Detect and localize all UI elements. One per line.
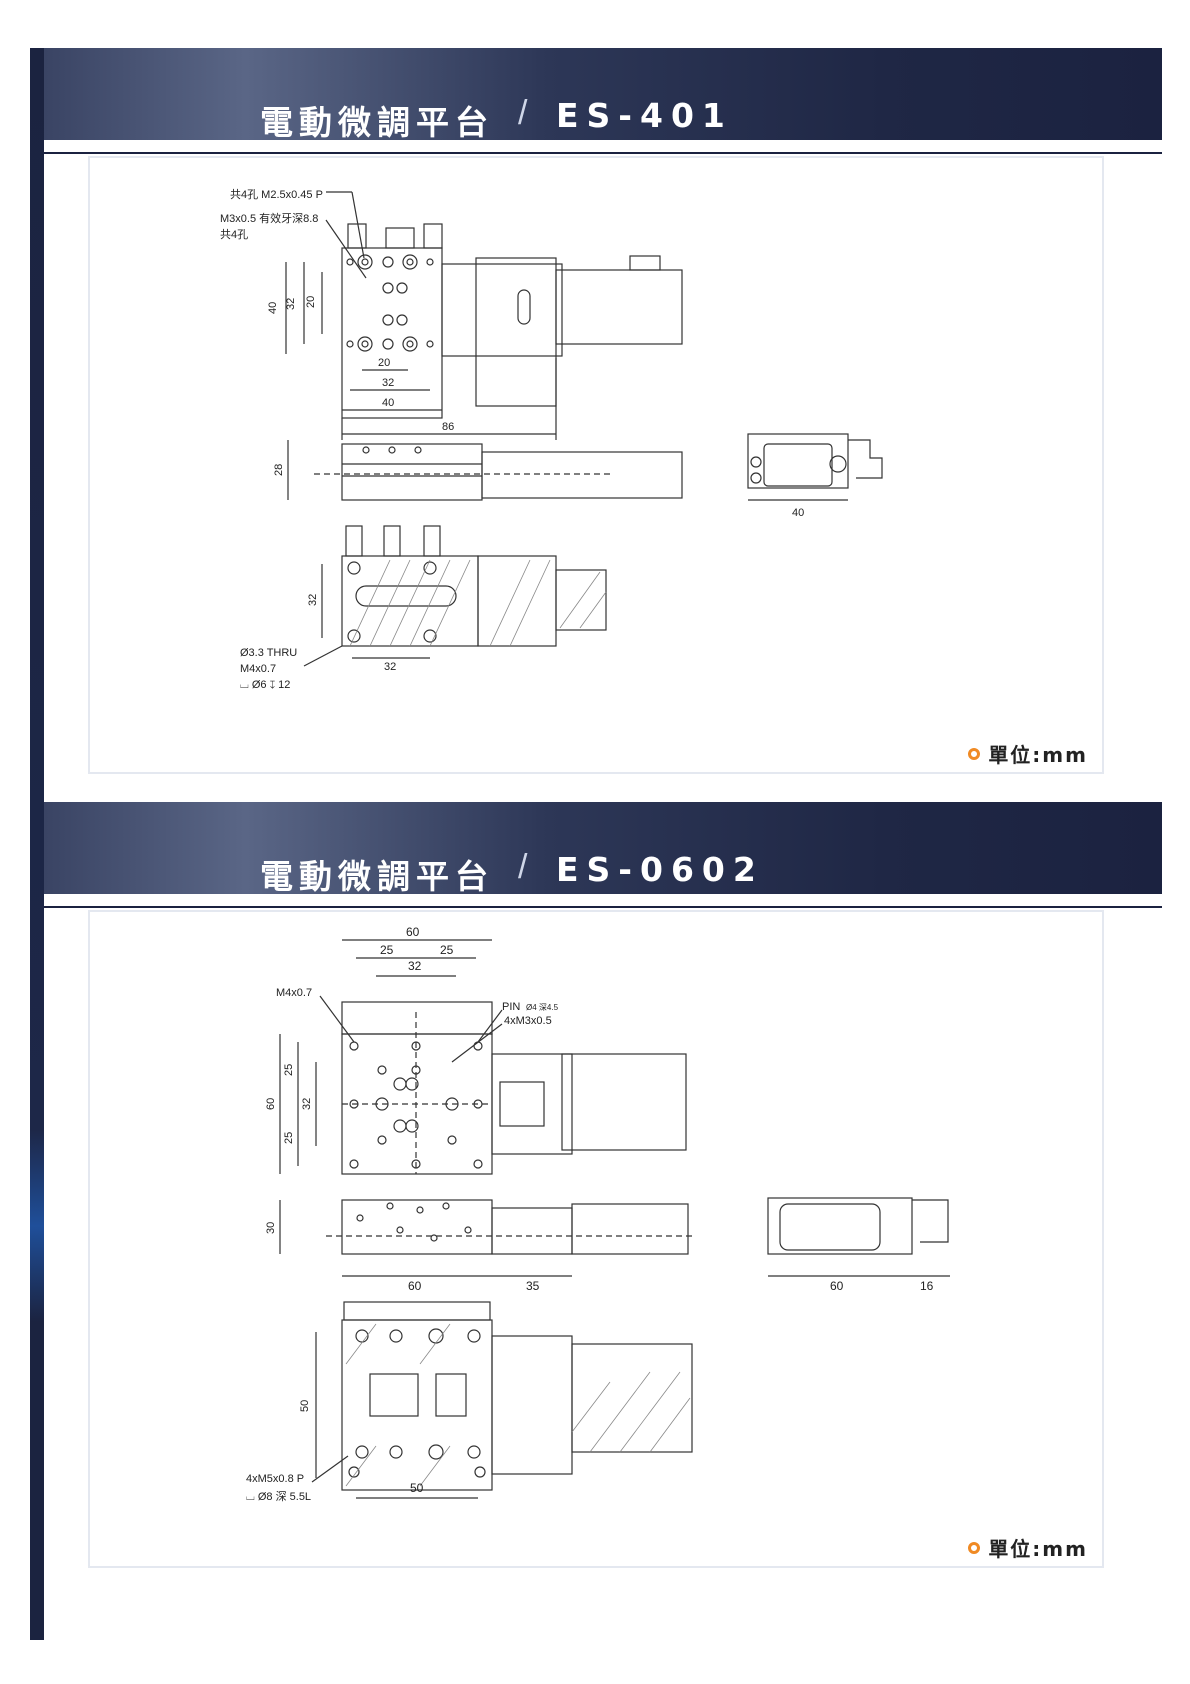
drawing-panel-es401: 共4孔 M2.5x0.45 P M3x0.5 有效牙深8.8 共4孔 40 32… bbox=[88, 156, 1104, 774]
section-banner-es401: 電動微調平台 / ES-401 bbox=[44, 48, 1162, 142]
counterbore-note: ⌴ Ø6 ↧ 12 bbox=[240, 679, 290, 691]
dim-50-horizontal: 50 bbox=[410, 1481, 424, 1495]
section-title: 電動微調平台 bbox=[260, 103, 494, 142]
carriage-top-view bbox=[341, 247, 443, 419]
dim-30-vertical: 30 bbox=[265, 1222, 277, 1234]
pin-detail: Ø4 深4.5 bbox=[526, 1003, 559, 1012]
dim-86-horizontal: 86 bbox=[442, 421, 454, 433]
thread-count: 共4孔 bbox=[220, 228, 248, 241]
dim-20-vertical: 20 bbox=[305, 296, 317, 308]
dim-40-side: 40 bbox=[792, 507, 804, 519]
title-separator: / bbox=[518, 94, 528, 132]
pin-note: PIN bbox=[502, 1001, 520, 1013]
drawing-panel-es0602: 60 25 25 32 M4x0.7 PIN Ø4 深4.5 4xM3x0.5 … bbox=[88, 910, 1104, 1568]
section-banner-es0602: 電動微調平台 / ES-0602 bbox=[44, 802, 1162, 896]
model-name: ES-401 bbox=[556, 96, 733, 135]
dim-50-vertical: 50 bbox=[299, 1400, 311, 1412]
dim-16-side: 16 bbox=[920, 1279, 934, 1293]
dim-28-vertical: 28 bbox=[273, 464, 285, 476]
dim-20-horizontal: 20 bbox=[378, 357, 390, 369]
holes-note: 共4孔 M2.5x0.45 P bbox=[230, 188, 323, 201]
unit-label: 單位:mm bbox=[968, 739, 1088, 768]
dim-25-top-right: 25 bbox=[440, 943, 454, 957]
side-view-body bbox=[747, 433, 849, 489]
dim-60-front: 60 bbox=[408, 1279, 422, 1293]
dim-32-top: 32 bbox=[408, 959, 422, 973]
motor-body-top bbox=[555, 269, 683, 345]
section-title: 電動微調平台 bbox=[260, 857, 494, 896]
dim-60-side: 60 bbox=[830, 1279, 844, 1293]
m4-note: M4x0.7 bbox=[276, 987, 312, 999]
dim-32-section-vertical: 32 bbox=[307, 594, 319, 606]
thread-note: M3x0.5 有效牙深8.8 bbox=[220, 211, 318, 225]
model-name: ES-0602 bbox=[556, 850, 764, 889]
dim-60-top: 60 bbox=[406, 925, 420, 939]
m4-note: M4x0.7 bbox=[240, 663, 276, 675]
title-separator: / bbox=[518, 848, 528, 886]
counterbore-note: ⌴ Ø8 深 5.5L bbox=[246, 1490, 311, 1503]
technical-drawing-es0602: 60 25 25 32 M4x0.7 PIN Ø4 深4.5 4xM3x0.5 … bbox=[246, 925, 950, 1503]
left-accent-bar bbox=[30, 48, 44, 1640]
dim-40-vertical: 40 bbox=[267, 302, 279, 314]
dim-32-vertical: 32 bbox=[301, 1098, 313, 1110]
section-view-stage bbox=[341, 1319, 493, 1491]
dim-35-front: 35 bbox=[526, 1279, 540, 1293]
section-view-carriage bbox=[341, 555, 479, 647]
technical-drawing-es401: 共4孔 M2.5x0.45 P M3x0.5 有效牙深8.8 共4孔 40 32… bbox=[220, 188, 883, 691]
motor-housing-top bbox=[475, 257, 557, 407]
dim-32-horizontal: 32 bbox=[382, 377, 394, 389]
dim-40-horizontal: 40 bbox=[382, 397, 394, 409]
m3-note: 4xM3x0.5 bbox=[504, 1015, 552, 1027]
dim-25-vertical-top: 25 bbox=[283, 1064, 295, 1076]
dim-25-top-left: 25 bbox=[380, 943, 394, 957]
dim-32-vertical: 32 bbox=[285, 298, 297, 310]
dim-32-section-horizontal: 32 bbox=[384, 661, 396, 673]
dim-25-vertical-bottom: 25 bbox=[283, 1132, 295, 1144]
banner-underline bbox=[44, 152, 1162, 154]
m5-note: 4xM5x0.8 P bbox=[246, 1473, 304, 1485]
side-view-body-0602 bbox=[767, 1197, 913, 1255]
dim-60-vertical: 60 bbox=[265, 1098, 277, 1110]
bullet-icon bbox=[968, 747, 981, 760]
thru-note: Ø3.3 THRU bbox=[240, 647, 297, 659]
unit-label: 單位:mm bbox=[968, 1533, 1088, 1562]
banner-underline bbox=[44, 906, 1162, 908]
bullet-icon bbox=[968, 1541, 981, 1554]
